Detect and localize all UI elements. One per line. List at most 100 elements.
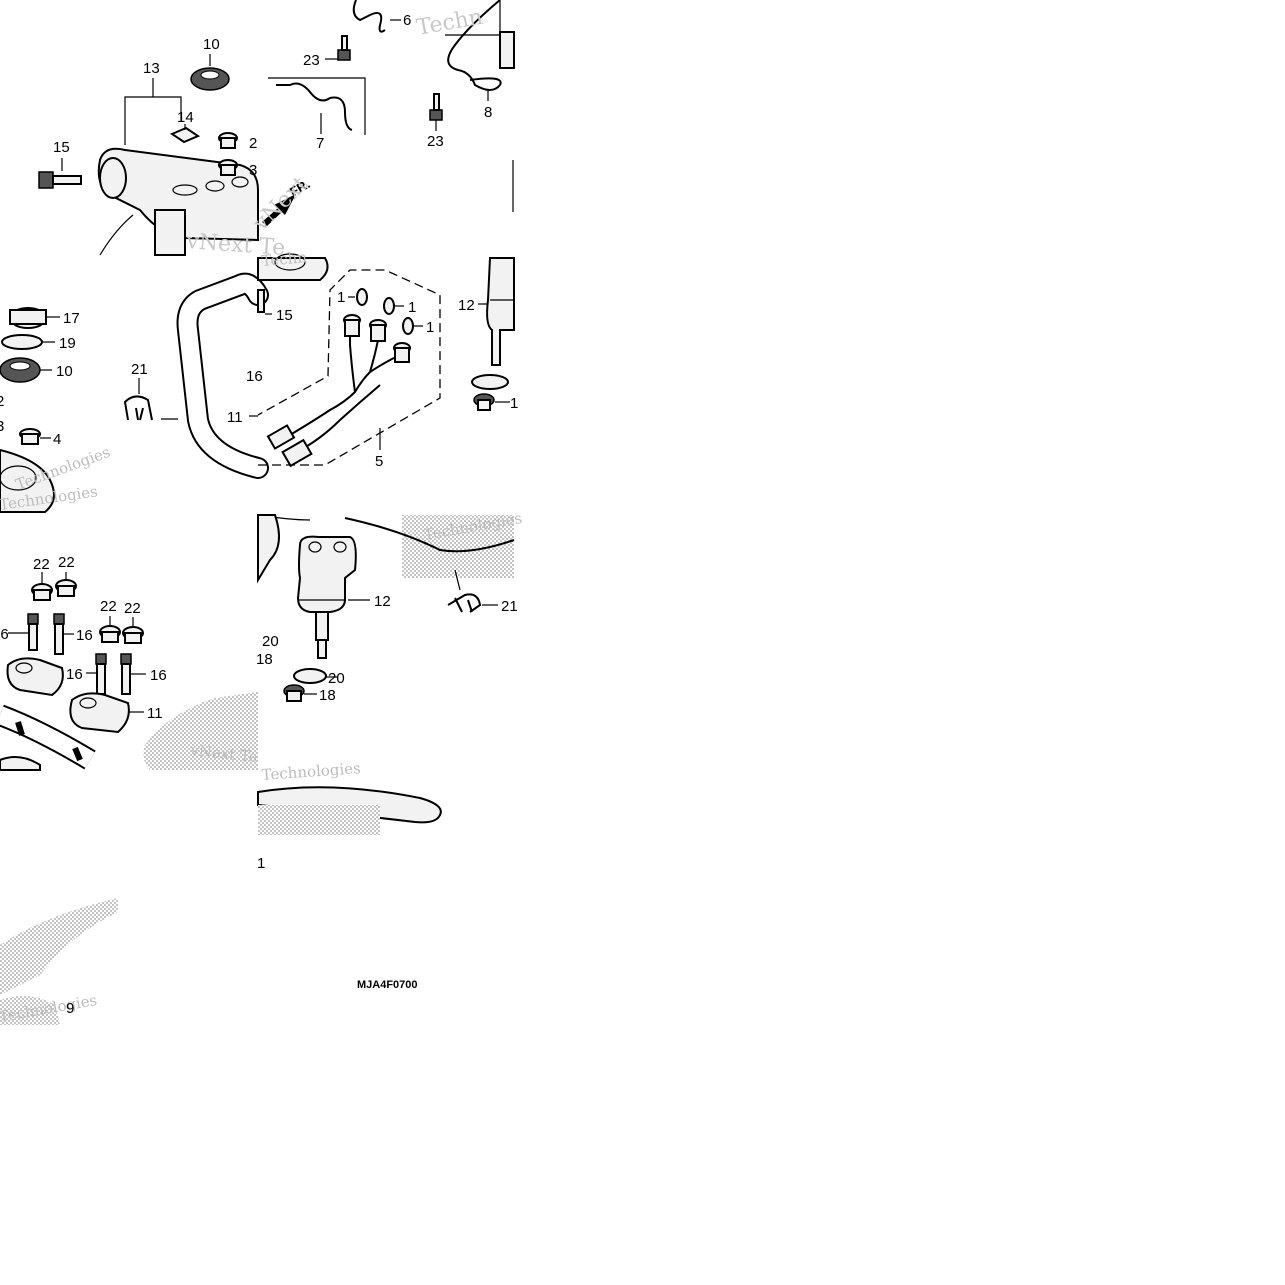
callout-5: 5 [375,453,383,470]
bridge-clamp-hole [99,157,127,199]
bolt-16-a [27,613,39,651]
cap-22-d [122,626,144,644]
nut-18-a [473,393,495,411]
callout-22-b: 22 [58,554,75,571]
tile-riser-top: 12 1 [458,257,518,412]
spacer-14 [169,126,201,144]
honda-wing-watermark-b [258,805,380,835]
harness-boundary [257,269,441,466]
washer-19 [1,334,43,350]
bolt-23-a [337,35,351,61]
cap-2-top [218,132,238,149]
bolt-15-top [38,171,82,189]
tile-top-bridge: vNext Te 10 13 14 2 15 3 [38,36,286,261]
callout-21-a: 21 [131,361,148,378]
honda-wing-watermark-a [143,692,258,770]
watermark-5: Techn [261,248,308,270]
callout-1-a: 1 [337,289,345,306]
bulb-1-c [402,317,414,335]
bridge-edge [0,448,55,513]
callout-12-a: 12 [458,297,475,314]
socket-a [343,314,361,337]
bridge-hole-a [172,184,198,196]
callout-16-b: 16 [0,626,9,643]
tile-footer: Technologies 9 MJA4F0700 [0,898,418,1026]
socket-c [393,342,411,363]
callout-1-b: 1 [408,299,416,316]
tile-harness: Techn 15 16 11 1 1 1 5 [227,248,441,470]
diagram-code: MJA4F0700 [357,979,418,991]
callout-1-e: 1 [257,855,265,872]
callout-9: 9 [66,1000,74,1017]
bulb-1-b [383,297,395,315]
honda-wing-watermark-d [0,996,60,1025]
bulb-1-a [356,288,368,306]
clip-6 [352,0,386,33]
cap-22-c [99,625,121,643]
cap-4 [19,428,41,445]
callout-2-a: 2 [249,135,257,152]
nut-18-b [283,684,305,702]
callout-22-d: 22 [124,600,141,617]
bolt-head-right [499,31,515,69]
callout-14: 14 [177,109,194,126]
bolt-16-c [95,653,107,695]
callout-16-e: 16 [150,667,167,684]
upper-holder-11-b [69,692,130,734]
watermark-8: Technologies [261,759,361,784]
bolt-15-mid [257,289,265,313]
socket-b [369,319,387,342]
callout-23-b: 23 [427,133,444,150]
callout-1-d: 1 [510,395,518,412]
callout-17: 17 [63,310,80,327]
callout-10-a: 10 [203,36,220,53]
callout-12-b: 12 [374,593,391,610]
cap-22-a [31,583,53,601]
callout-16-d: 16 [66,666,83,683]
callout-18-b: 18 [319,687,336,704]
callout-2-b: 2 [0,393,4,410]
callout-16-c: 16 [76,627,93,644]
bolt-23-b [429,93,443,121]
callout-10-b: 10 [56,363,73,380]
bridge-stem [154,209,186,256]
honda-logo-watermark [402,515,514,578]
callout-19: 19 [59,335,76,352]
bracket-7 [268,77,366,135]
bridge-hole-b [205,180,225,192]
callout-3-a: 3 [249,162,257,179]
washer-20-a [471,374,509,390]
bolt-16-b [53,613,65,655]
harness-wire-c [294,384,381,454]
callout-13: 13 [143,60,160,77]
bracket-left [257,514,280,584]
callout-20-a: 20 [262,633,279,650]
callout-21-b: 21 [501,598,518,615]
wire-guide-8 [447,0,502,91]
callout-11-a: 11 [227,409,243,426]
callout-20-b: 20 [328,670,345,687]
callout-11-b: 11 [147,705,163,722]
tile-riser-bottom: Technologies Technologies 12 20 18 20 18… [256,509,523,872]
callout-7: 7 [316,135,324,152]
riser-12-b [296,535,357,659]
cap-22-b [55,579,77,597]
harness-wire-main [284,354,401,439]
connector-b [281,438,313,468]
callout-8: 8 [484,104,492,121]
callout-3-b: 3 [0,418,4,435]
connector-a [266,424,296,450]
bolt-16-d [120,653,132,695]
callout-22-a: 22 [33,556,50,573]
callout-16-a: 16 [246,368,263,385]
upper-holder-11-a [6,657,64,697]
tile-clips: FR. Techn vNext 6 23 7 8 23 [248,0,515,237]
callout-6: 6 [403,12,411,29]
cap-3-top [218,159,238,176]
bridge-hole-c [231,176,249,188]
callout-15-b: 15 [276,307,293,324]
wire-guide-7 [276,82,353,131]
clamp-21-b [447,593,482,613]
honda-wing-watermark-c [0,898,118,995]
